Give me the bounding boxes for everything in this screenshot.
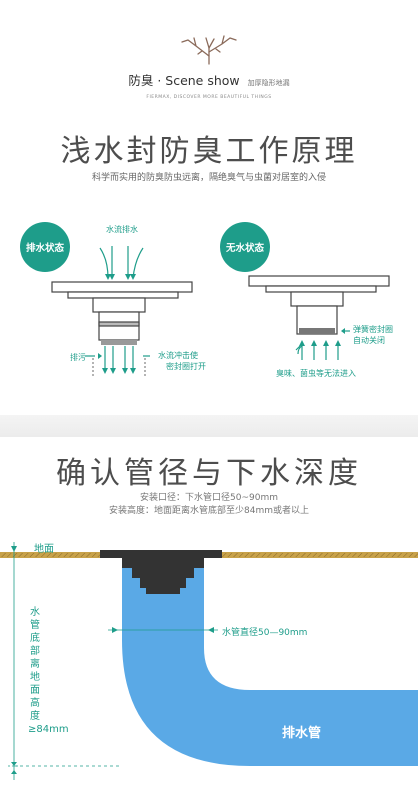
no-water-state-badge: 无水状态 [220,222,270,272]
scene-title-sub: 加厚隐形地漏 [247,79,290,87]
branch-logo-icon [181,35,237,65]
ground-label: 地面 [34,544,54,555]
depth-dimension [8,542,122,780]
seal-open [101,340,137,345]
spring-label-2: 自动关闭 [353,336,385,345]
flush-label-1: 水流冲击使 [158,351,198,360]
drain-body-open [51,281,193,341]
blocked-arrows [295,343,339,360]
drain-outlet-label: 排污 [70,353,86,362]
pipe-diagram: 地面 水管底部离地面高度≥84mm 水管直径50—90mm 排水管 [0,530,418,800]
principle-section: 防臭 · Scene show 加厚隐形地漏 FIERMAX, DISCOVER… [0,35,418,400]
pipe-title: 确认管径与下水深度 [56,456,362,491]
water-flow-arrows [99,246,144,279]
divider-band [0,415,418,437]
principle-subtitle: 科学而实用的防臭防虫远离，隔绝臭气与虫菌对居室的入侵 [91,173,326,183]
tagline: FIERMAX, DISCOVER MORE BEAUTIFUL THINGS [146,95,272,100]
outflow-arrows [85,346,150,370]
drain-pipe [122,558,418,766]
block-label: 臭味、菌虫等无法进入 [276,369,356,378]
scene-title: 防臭 · Scene show 加厚隐形地漏 [0,70,418,89]
drain-diagram-svg [51,246,390,376]
scene-title-main: 防臭 · Scene show [128,73,240,88]
floor-drain-body [100,550,222,594]
spring-label-1: 弹簧密封圈 [353,325,393,334]
principle-diagram: 排水状态 水流排水 [0,210,418,400]
install-height-text: 安装高度：地面距离水管底部至少84mm或者以上 [109,506,309,516]
principle-title: 浅水封防臭工作原理 [60,134,358,169]
depth-label: 水管底部离地面高度≥84mm [28,607,69,735]
pipe-diagram-svg [0,542,418,780]
pipe-subtitle: 安装口径：下水管口径50~90mm 安装高度：地面距离水管底部至少84mm或者以… [0,492,418,518]
flush-label-2: 密封圈打开 [166,362,206,371]
install-diameter-text: 安装口径：下水管口径50~90mm [140,493,278,503]
diameter-label: 水管直径50—90mm [222,628,308,638]
drain-state-badge: 排水状态 [20,222,70,272]
water-flow-label: 水流排水 [106,225,138,234]
seal-closed [299,328,335,334]
pipe-label: 排水管 [282,726,322,741]
